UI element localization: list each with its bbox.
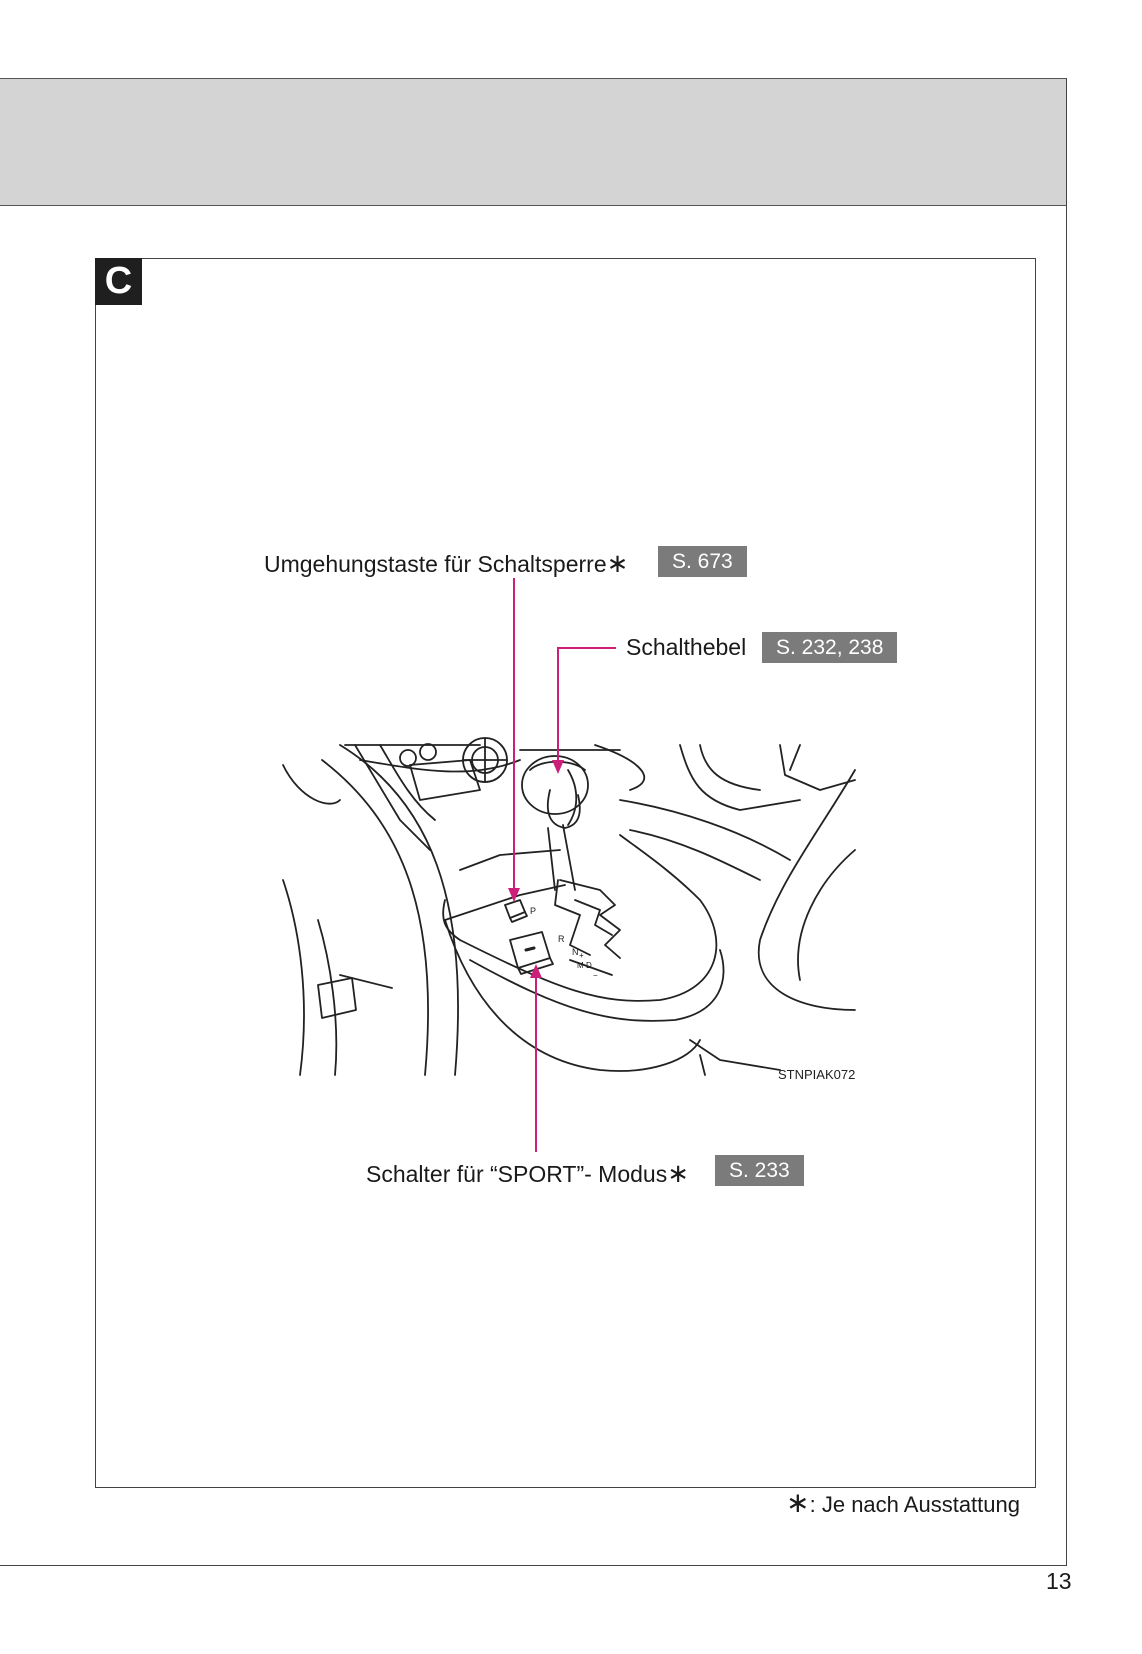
page-side-rule	[1066, 78, 1067, 1565]
callout-sport-mode-text: Schalter für “SPORT”- Modus	[366, 1161, 668, 1187]
callout-shift-lock-text: Umgehungstaste für Schaltsperre	[264, 551, 607, 577]
section-badge: C	[95, 258, 142, 305]
gate-letter-m: M	[577, 961, 584, 970]
gate-letter-p: P	[530, 906, 536, 916]
page-number: 13	[1046, 1568, 1072, 1594]
arrowhead-shift-lever	[552, 760, 564, 774]
illustration-code: STNPIAK072	[778, 1067, 856, 1082]
asterisk-mark: ∗	[606, 548, 629, 578]
gate-letter-minus: −	[593, 971, 598, 980]
gate-letter-n: N	[572, 947, 579, 957]
callout-sport-mode-label: Schalter für “SPORT”- Modus∗	[366, 1158, 689, 1189]
ref-tag-shift-lock: S. 673	[658, 546, 747, 577]
callout-shift-lock-label: Umgehungstaste für Schaltsperre∗	[264, 548, 628, 579]
content-frame	[95, 258, 1036, 1488]
asterisk-mark: ∗	[667, 1158, 690, 1188]
gate-letter-d: D	[586, 961, 592, 970]
ref-tag-sport-mode: S. 233	[715, 1155, 804, 1186]
gate-letter-plus: +	[579, 951, 584, 960]
leader-shift-lever	[557, 647, 616, 770]
gate-letter-r: R	[558, 934, 565, 944]
arrowhead-shift-lock	[508, 888, 520, 902]
arrowhead-sport-mode	[530, 964, 542, 978]
header-band	[0, 78, 1067, 206]
footnote-asterisk: ∗	[786, 1487, 810, 1518]
footnote-text: : Je nach Ausstattung	[809, 1492, 1020, 1517]
footnote: ∗: Je nach Ausstattung	[786, 1486, 1020, 1519]
callout-shift-lever-label: Schalthebel	[626, 634, 747, 660]
ref-tag-shift-lever: S. 232, 238	[762, 632, 898, 663]
page-bottom-rule	[0, 1565, 1067, 1566]
